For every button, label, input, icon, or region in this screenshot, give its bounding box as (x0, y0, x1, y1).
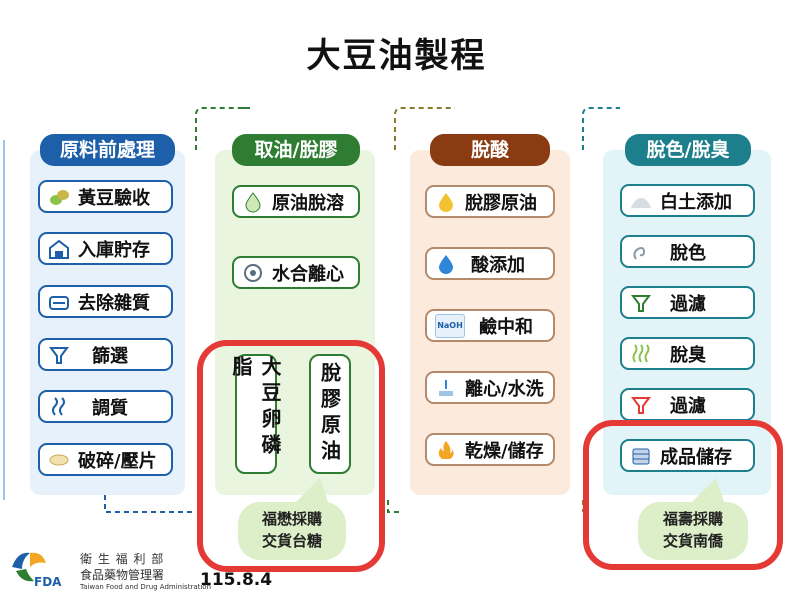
step-conditioning: 調質 (38, 390, 173, 423)
filter-funnel-icon (630, 394, 652, 416)
warehouse-icon (48, 238, 70, 260)
step-crushing-flaking: 破碎/壓片 (38, 443, 173, 476)
step-filtering-2: 過濾 (620, 388, 755, 421)
oil-drop-icon (242, 191, 264, 213)
step-centrifuge-washing: 離心/水洗 (425, 371, 555, 404)
step-acid-addition: 酸添加 (425, 247, 555, 280)
step-soybean-inspection: 黃豆驗收 (38, 180, 173, 213)
step-hydration-centrifuge: 水合離心 (232, 256, 360, 289)
step-product-storage: 成品儲存 (620, 439, 755, 472)
step-remove-impurities: 去除雜質 (38, 285, 173, 318)
step-crude-oil-desolventizing: 原油脫溶 (232, 185, 360, 218)
step-clay-addition: 白土添加 (620, 184, 755, 217)
step-bleaching: 脫色 (620, 235, 755, 268)
swirl-icon (630, 241, 652, 263)
fda-logo-icon (12, 552, 46, 582)
header-extraction: 取油/脫膠 (232, 134, 360, 166)
oil-drop-icon (435, 191, 457, 213)
cleaning-machine-icon (48, 291, 70, 313)
flame-icon (435, 439, 457, 461)
callout-tail-right (686, 478, 726, 508)
highlight-box-left (197, 340, 385, 572)
step-warehouse-storage: 入庫貯存 (38, 232, 173, 265)
highlight-box-right (583, 420, 783, 570)
step-deodorizing: 脫臭 (620, 337, 755, 370)
step-filtering-1: 過濾 (620, 286, 755, 319)
branch-degummed-oil: 脫膠原油 (309, 354, 351, 474)
callout-tail-left (290, 478, 330, 508)
naoh-icon: NaOH (435, 313, 465, 338)
steam-icon (48, 396, 70, 418)
filter-funnel-icon (630, 292, 652, 314)
funnel-icon (48, 344, 70, 366)
step-screening: 篩選 (38, 338, 173, 371)
org-name-line2: 食品藥物管理署 (80, 568, 165, 582)
page-title: 大豆油製程 (306, 36, 487, 76)
soybean-icon (48, 186, 70, 208)
step-alkali-neutralization: NaOH 鹼中和 (425, 309, 555, 342)
callout-supplier-left: 福懋採購 交貨台糖 (238, 502, 346, 560)
fda-logo-text: FDA (34, 575, 62, 589)
header-deacidification: 脫酸 (430, 134, 550, 166)
org-name-line1: 衛 生 福 利 部 (80, 552, 165, 566)
header-bleach-deodorize: 脫色/脫臭 (625, 134, 751, 166)
callout-supplier-right: 福壽採購 交貨南僑 (638, 502, 748, 560)
header-pretreatment: 原料前處理 (40, 134, 175, 166)
org-name-english: Taiwan Food and Drug Administration (80, 583, 212, 591)
water-drop-icon (435, 253, 457, 275)
odor-waves-icon (630, 343, 652, 365)
flakes-icon (48, 449, 70, 471)
date-label: 115.8.4 (200, 570, 273, 590)
washing-icon (435, 377, 457, 399)
step-drying-storage: 乾燥/儲存 (425, 433, 555, 466)
centrifuge-icon (242, 262, 264, 284)
clay-powder-icon (630, 190, 652, 212)
storage-tank-icon (630, 445, 652, 467)
step-degummed-crude-oil: 脫膠原油 (425, 185, 555, 218)
